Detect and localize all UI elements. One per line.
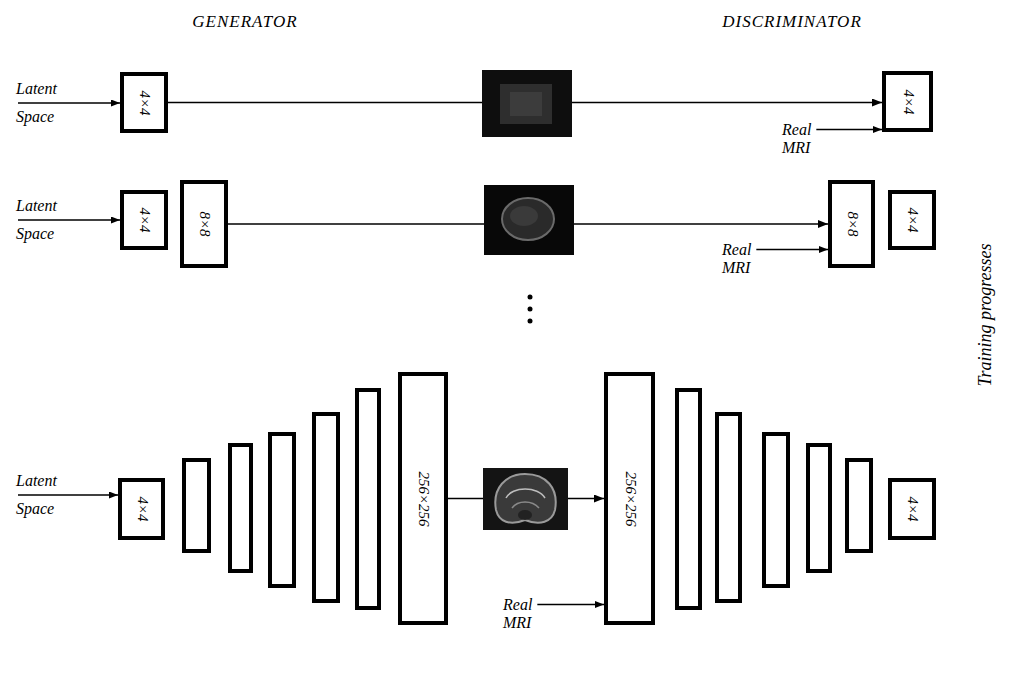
layer-box: 8×8	[828, 180, 875, 268]
resolution-label: 4×4	[137, 207, 152, 232]
input-arrow	[18, 219, 120, 221]
input-label: Real MRI	[782, 121, 827, 157]
resolution-label: 4×4	[134, 496, 149, 521]
input-label: Real MRI	[503, 596, 548, 632]
input-label: Latent Space	[16, 75, 86, 131]
resolution-label: 256×256	[416, 471, 431, 526]
layer-box: 4×4	[888, 478, 936, 540]
layer-box: 4×4	[888, 190, 936, 250]
resolution-label: 8×8	[844, 211, 859, 236]
input-arrow	[18, 102, 120, 104]
input-arrow	[18, 494, 118, 496]
layer-box: 8×8	[180, 180, 228, 268]
column-heading: GENERATOR	[192, 12, 297, 32]
input-label: Real MRI	[722, 241, 767, 277]
layer-box: 256×256	[398, 372, 448, 625]
layer-box: 4×4	[882, 71, 933, 132]
input-arrow	[756, 249, 828, 251]
mri-thumbnail	[484, 185, 574, 255]
resolution-label: 4×4	[905, 496, 920, 521]
column-heading: DISCRIMINATOR	[722, 12, 862, 32]
resolution-label: 256×256	[622, 471, 637, 526]
input-label: Latent Space	[16, 192, 86, 248]
layer-box: 256×256	[604, 372, 655, 625]
mri-thumbnail	[483, 468, 568, 530]
axis-note: Training progresses	[975, 243, 996, 386]
layer-box: 4×4	[118, 478, 165, 540]
layer-box: 4×4	[120, 190, 168, 250]
input-label: Latent Space	[16, 467, 86, 523]
mri-thumbnail	[482, 70, 572, 137]
resolution-label: 4×4	[137, 90, 152, 115]
input-arrow	[816, 129, 882, 131]
resolution-label: 4×4	[900, 89, 915, 114]
layer-box: 4×4	[120, 72, 168, 133]
progress-dots	[528, 295, 533, 324]
resolution-label: 8×8	[197, 211, 212, 236]
resolution-label: 4×4	[905, 207, 920, 232]
input-arrow	[537, 604, 604, 606]
hidden-layer-boxes	[184, 390, 871, 608]
